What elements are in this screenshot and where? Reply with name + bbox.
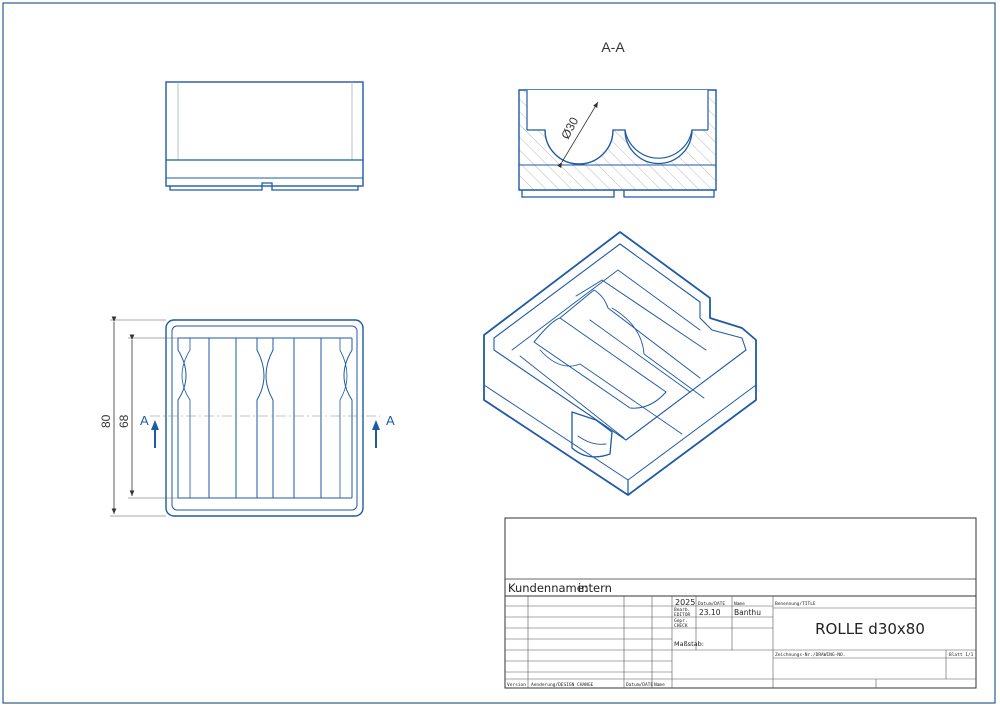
- part-title: ROLLE d30x80: [815, 620, 925, 638]
- section-view-label: A-A: [601, 39, 625, 55]
- dimension-inner-length: 68: [117, 414, 131, 428]
- section-marker-right: A: [386, 413, 395, 428]
- version-label: Version: [507, 682, 526, 688]
- checked-label-1: Gepr.: [674, 618, 688, 624]
- customer-value: intern: [578, 581, 612, 595]
- isometric-view: [483, 231, 757, 496]
- change-date-label: Datum/DATE: [626, 682, 653, 688]
- dimension-outer-length: 80: [99, 414, 113, 428]
- date-header: Datum/DATE: [698, 601, 725, 607]
- sheet-label: Blatt 1/1: [949, 652, 974, 658]
- edited-label-2: EDITOR: [674, 612, 691, 618]
- checked-label-2: CHECK: [674, 623, 688, 629]
- front-view: [165, 81, 364, 191]
- edited-label-1: Bearb.: [674, 607, 690, 613]
- top-view: 80 68 A A: [99, 316, 395, 517]
- year: 2025: [675, 598, 695, 607]
- customer-label: Kundenname:: [508, 581, 588, 595]
- edited-name: Banthu: [734, 608, 761, 617]
- drawing-no-label: Zeichnungs-Nr./DRAWING-NO.: [775, 652, 845, 658]
- edited-date: 23.10: [699, 608, 721, 617]
- change-label: Aenderung/DESIGN CHANGE: [531, 682, 594, 688]
- title-header: Benennung/TITLE: [775, 601, 816, 607]
- title-block: Kundenname: intern 2025 Datum/DATE Name …: [504, 517, 977, 689]
- name-header: Name: [734, 601, 745, 607]
- change-name-label: Name: [654, 682, 665, 688]
- section-view: A-A Ø30: [518, 39, 717, 198]
- scale-label: Maßstab:: [674, 640, 704, 648]
- section-marker-left: A: [140, 413, 149, 428]
